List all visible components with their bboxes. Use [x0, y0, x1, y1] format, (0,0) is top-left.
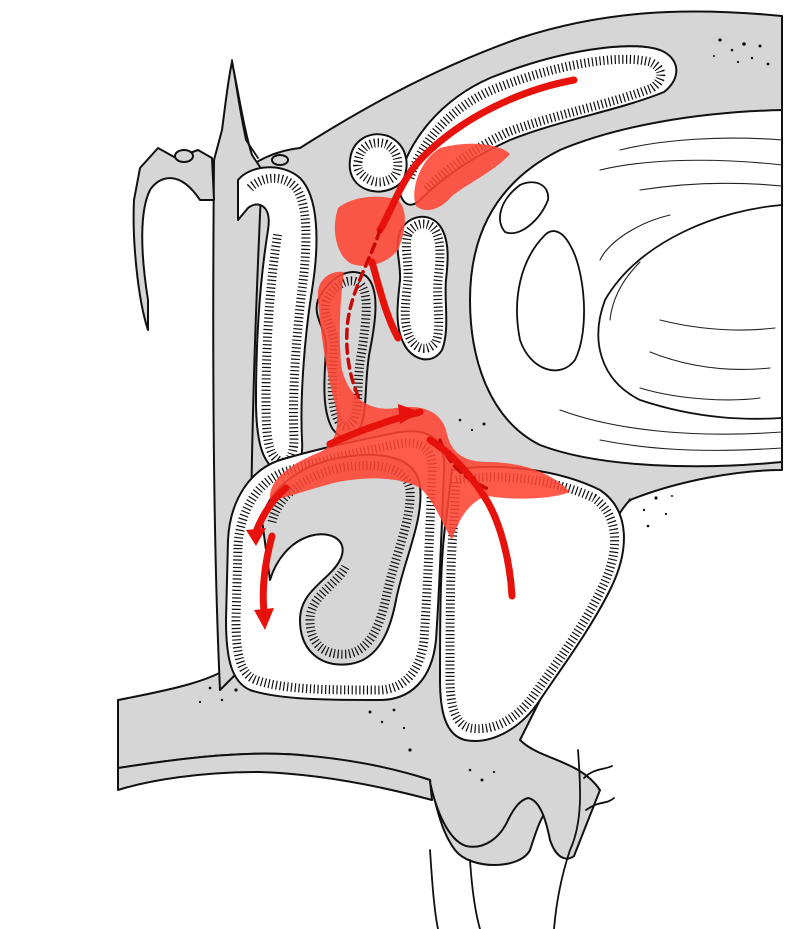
- lateral-nasal-wall: [134, 148, 214, 330]
- cribriform-nodule-left: [175, 150, 193, 162]
- cribriform-nodule-right: [272, 155, 288, 165]
